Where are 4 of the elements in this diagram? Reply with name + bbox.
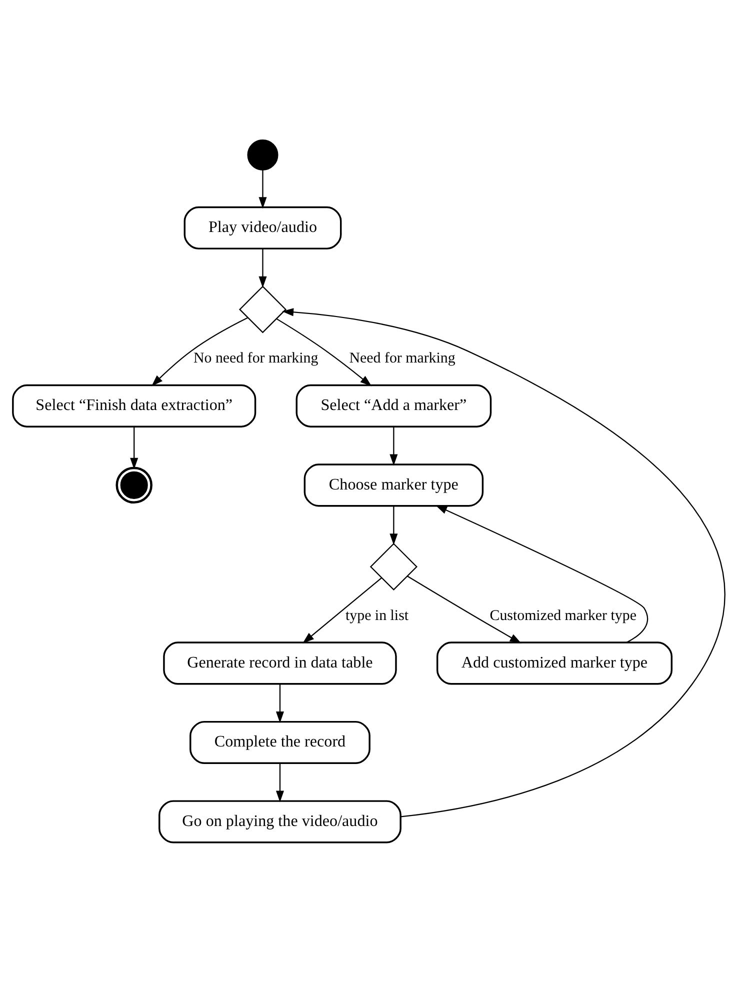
edge-label: Need for marking bbox=[349, 350, 456, 367]
edge-label: type in list bbox=[346, 608, 409, 624]
edge-label: No need for marking bbox=[193, 350, 318, 367]
edge-label: Customized marker type bbox=[490, 608, 636, 624]
